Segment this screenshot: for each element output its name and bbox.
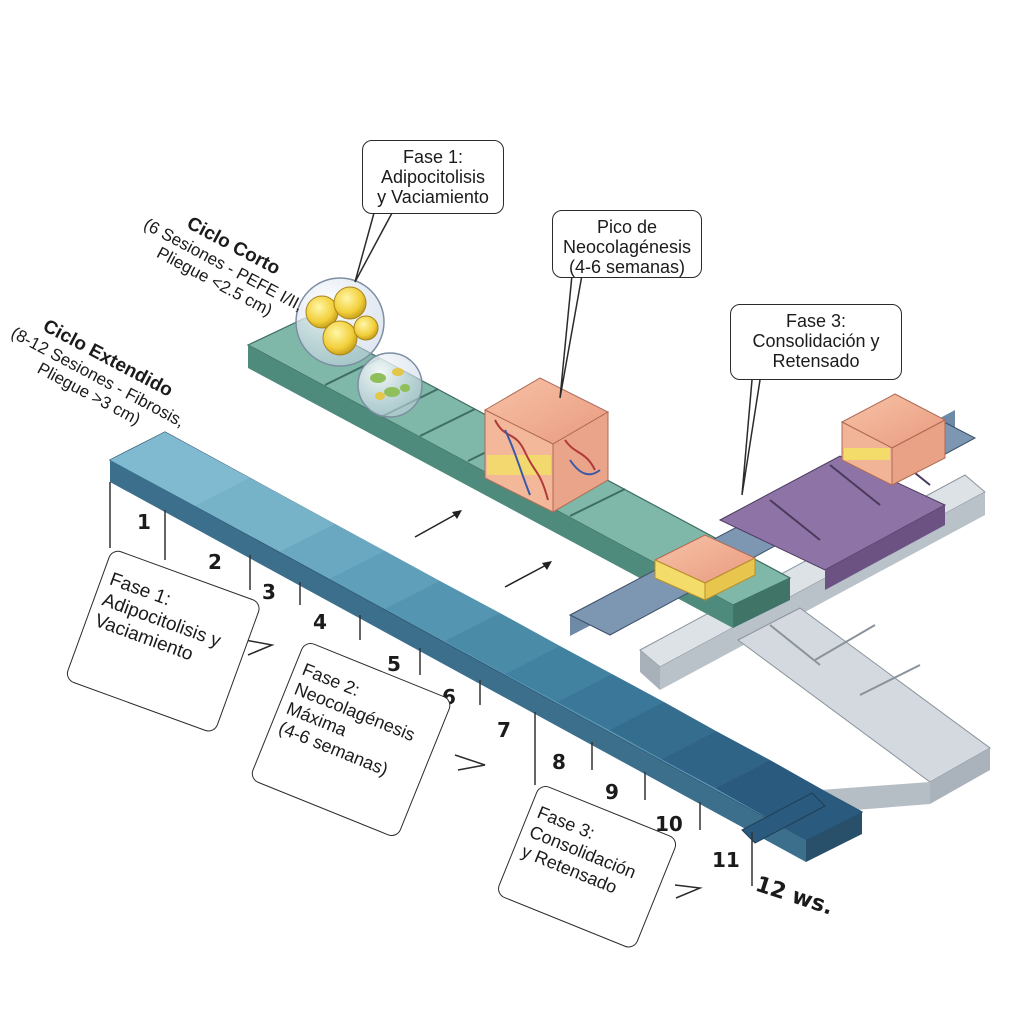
transition-arrows: [414, 510, 552, 588]
callout-line: (4-6 semanas): [568, 257, 686, 277]
thin-skin-block-icon: [653, 534, 757, 601]
callout-phase1-top: Fase 1: Adipocitolisis y Vaciamiento: [362, 140, 504, 214]
week-tick: 7: [497, 718, 511, 742]
callout-line: Adipocitolisis: [380, 167, 486, 187]
week-tick: 5: [387, 652, 401, 676]
week-tick: 1: [137, 510, 151, 534]
callout-line: y Vaciamiento: [377, 187, 489, 207]
extended-cycle-track: [108, 431, 864, 862]
emptying-cell-sphere-icon: [357, 352, 423, 418]
skin-tissue-block-icon: [483, 377, 610, 513]
week-tick: 9: [605, 780, 619, 804]
callout-line: Pico de: [596, 217, 658, 237]
consolidated-skin-block-icon: [840, 393, 947, 486]
callout-line: Neocolagénesis: [562, 237, 692, 257]
callout-line: Fase 1:: [402, 147, 464, 167]
callout-line: Consolidación y: [752, 331, 880, 351]
week-tick-lines: [109, 482, 753, 886]
week-tick: 11: [712, 848, 740, 872]
week-tick: 2: [208, 550, 222, 574]
week-tick: 8: [552, 750, 566, 774]
callout-phase3-top: Fase 3: Consolidación y Retensado: [730, 304, 902, 380]
week-tick: 3: [262, 580, 276, 604]
week-tick: 4: [313, 610, 327, 634]
adipocyte-sphere-icon: [295, 277, 385, 367]
callout-peak-neocollagenesis: Pico de Neocolagénesis (4-6 semanas): [552, 210, 702, 278]
callout-line: Retensado: [772, 351, 860, 371]
callout-line: Fase 3:: [785, 311, 847, 331]
callout-pointers: [244, 212, 761, 899]
